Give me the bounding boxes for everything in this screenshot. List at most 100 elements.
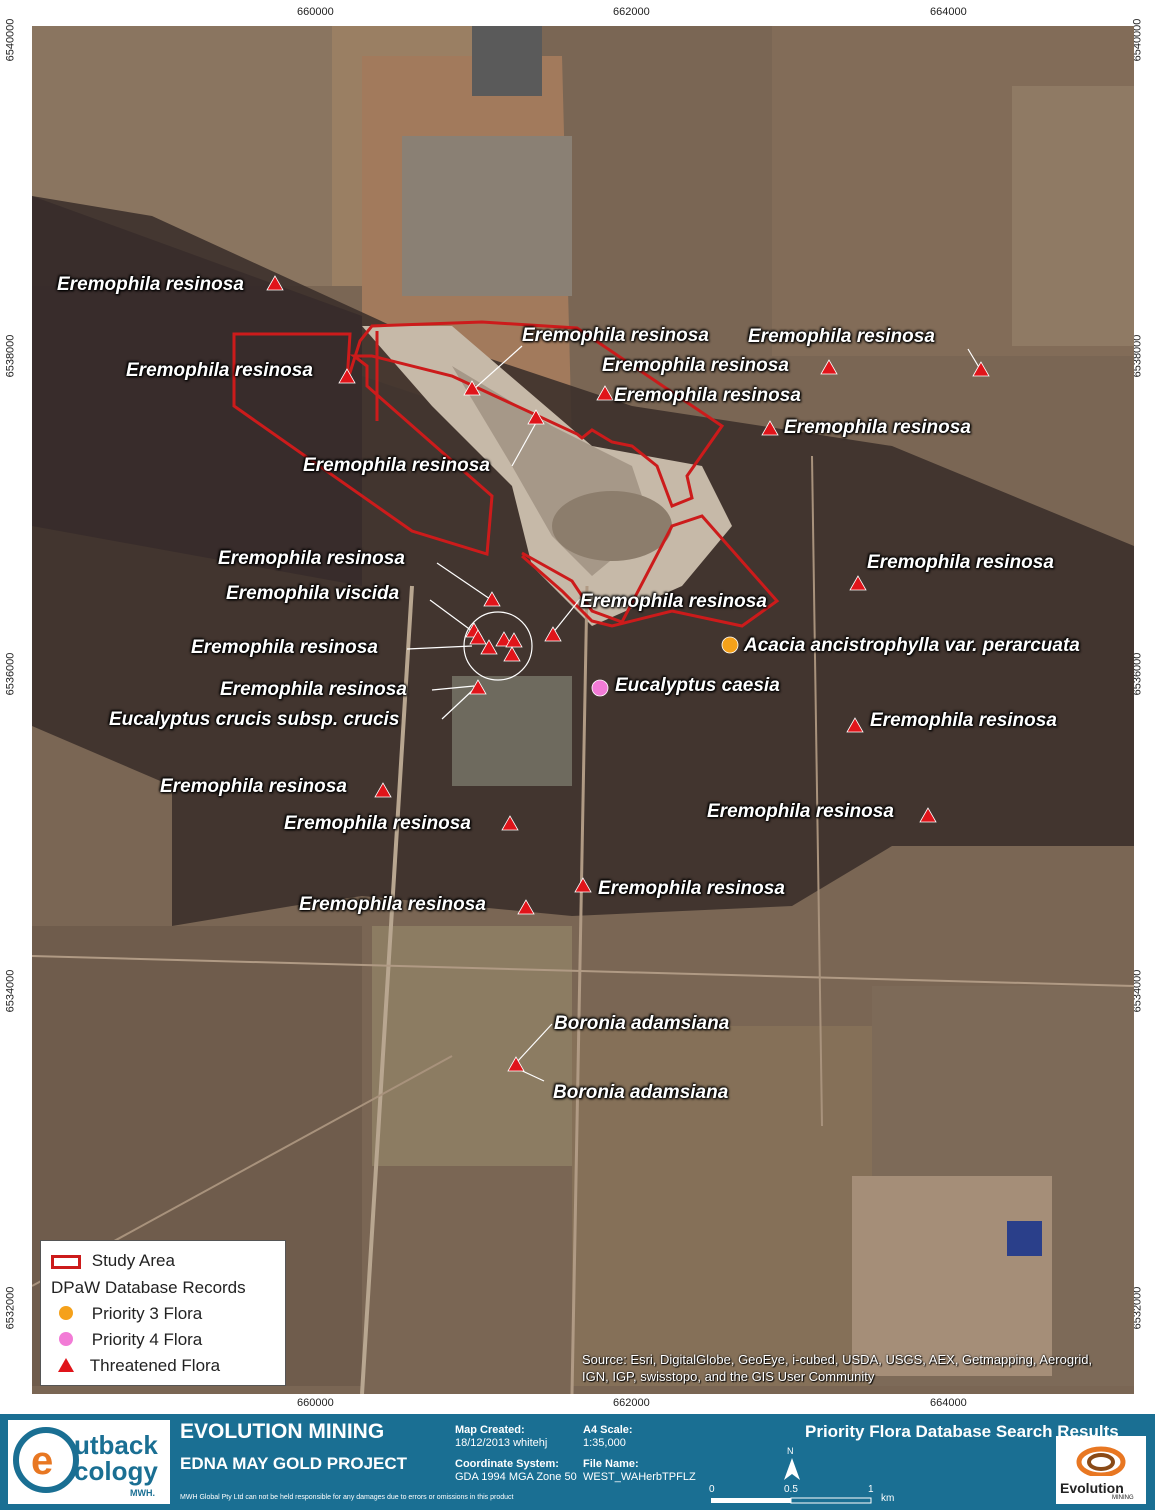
evolution-mining-logo: Evolution MINING: [1056, 1436, 1146, 1504]
flora-label: Eremophila viscida: [226, 583, 400, 604]
easting-tick-bottom-1: 660000: [297, 1397, 334, 1409]
map-legend: Study Area DPaW Database Records Priorit…: [40, 1240, 286, 1386]
threatened-flora-marker: [761, 420, 779, 436]
threatened-flora-marker: [463, 380, 481, 396]
threatened-flora-marker: [846, 717, 864, 733]
scale-bar-tick-0: 0: [709, 1484, 715, 1495]
flora-label: Acacia ancistrophylla var. perarcuata: [744, 635, 1080, 656]
flora-markers: [266, 275, 990, 1072]
threatened-flora-marker: [507, 1056, 525, 1072]
scale-bar-tick-2: 1: [868, 1484, 874, 1495]
threatened-swatch: [58, 1358, 74, 1372]
threatened-flora-marker: [469, 629, 487, 645]
outback-ecology-logo: e utback cology MWH.: [8, 1420, 170, 1504]
threatened-flora-marker: [517, 899, 535, 915]
flora-label: Eremophila resinosa: [218, 548, 405, 569]
file-name-value: WEST_WAHerbTPFLZ: [583, 1471, 696, 1483]
easting-tick-top-2: 662000: [613, 6, 650, 18]
threatened-flora-marker: [849, 575, 867, 591]
threatened-flora-marker: [338, 368, 356, 384]
flora-label: Eremophila resinosa: [57, 274, 244, 295]
threatened-flora-marker: [480, 639, 498, 655]
threatened-flora-marker: [596, 385, 614, 401]
aerial-imagery: [32, 26, 1134, 1394]
northing-tick-left-4: 6534000: [4, 969, 17, 1013]
scale-value: 1:35,000: [583, 1437, 626, 1449]
threatened-flora-marker: [527, 409, 545, 425]
scale-bar-unit: km: [881, 1493, 895, 1504]
scale-bar-tick-1: 0.5: [784, 1484, 798, 1495]
legend-row-priority4: Priority 4 Flora: [51, 1330, 202, 1350]
flora-label: Eremophila resinosa: [614, 385, 801, 406]
flora-label: Eremophila resinosa: [299, 894, 486, 915]
legend-label-threatened: Threatened Flora: [89, 1356, 221, 1375]
logo-text-1: utback: [74, 1430, 158, 1460]
threatened-flora-marker: [469, 679, 487, 695]
legend-row-priority3: Priority 3 Flora: [51, 1304, 202, 1324]
mwh-logo-text: MWH.: [130, 1488, 155, 1498]
threatened-flora-marker: [919, 807, 937, 823]
flora-label: Eremophila resinosa: [580, 591, 767, 612]
legend-label-study-area: Study Area: [91, 1251, 175, 1270]
legend-row-study-area: Study Area: [51, 1251, 175, 1271]
flora-label: Eremophila resinosa: [160, 776, 347, 797]
legend-label-priority4: Priority 4 Flora: [91, 1330, 203, 1349]
flora-label: Boronia adamsiana: [554, 1013, 730, 1034]
flora-label: Eremophila resinosa: [707, 801, 894, 822]
priority-4-swatch: [59, 1332, 73, 1346]
flora-label: Eremophila resinosa: [220, 679, 407, 700]
company-name: EVOLUTION MINING: [180, 1420, 385, 1443]
northing-tick-left-2: 6538000: [4, 334, 17, 378]
flora-label: Boronia adamsiana: [553, 1082, 729, 1103]
flora-label: Eremophila resinosa: [748, 326, 935, 347]
flora-label: Eremophila resinosa: [191, 637, 378, 658]
imagery-source-credit: Source: Esri, DigitalGlobe, GeoEye, i-cu…: [582, 1352, 1093, 1384]
evolution-logo-text: Evolution: [1060, 1480, 1124, 1496]
flora-label: Eremophila resinosa: [522, 325, 709, 346]
evolution-logo-icon: [1076, 1446, 1126, 1476]
legend-heading: DPaW Database Records: [51, 1278, 246, 1297]
e-logo-icon: e: [13, 1427, 79, 1493]
title-block: e utback cology MWH. EVOLUTION MINING ED…: [0, 1414, 1155, 1510]
flora-label: Eremophila resinosa: [784, 417, 971, 438]
priority-3-swatch: [59, 1306, 73, 1320]
easting-tick-bottom-2: 662000: [613, 1397, 650, 1409]
flora-label: Eremophila resinosa: [303, 455, 490, 476]
northing-tick-left-1: 6540000: [4, 18, 17, 62]
aerial-map[interactable]: Eremophila resinosa Eremophila resinosa …: [32, 26, 1134, 1394]
evolution-logo-sub: MINING: [1112, 1495, 1134, 1501]
threatened-flora-marker: [374, 782, 392, 798]
legend-row-threatened: Threatened Flora: [51, 1356, 220, 1376]
northing-tick-left-3: 6536000: [4, 652, 17, 696]
study-area-boundary: [232, 320, 780, 628]
threatened-flora-marker: [544, 626, 562, 642]
logo-text-2: cology: [74, 1456, 158, 1486]
file-name-label: File Name:: [583, 1458, 639, 1470]
north-arrow-icon: [784, 1458, 800, 1480]
threatened-flora-marker: [574, 877, 592, 893]
priority-3-flora-marker: [721, 636, 739, 654]
scale-bar: [711, 1497, 872, 1504]
coord-system-label: Coordinate System:: [455, 1458, 559, 1470]
threatened-flora-marker: [972, 361, 990, 377]
map-title: Priority Flora Database Search Results: [805, 1422, 1119, 1441]
project-name: EDNA MAY GOLD PROJECT: [180, 1454, 408, 1473]
scale-label: A4 Scale:: [583, 1424, 633, 1436]
map-created-value: 18/12/2013 whitehj: [455, 1437, 548, 1449]
svg-text:e: e: [31, 1439, 53, 1483]
flora-label: Eremophila resinosa: [126, 360, 313, 381]
easting-tick-bottom-3: 664000: [930, 1397, 967, 1409]
flora-label: Eremophila resinosa: [598, 878, 785, 899]
threatened-flora-marker: [820, 359, 838, 375]
flora-label: Eucalyptus crucis subsp. crucis: [109, 709, 400, 730]
coord-system-value: GDA 1994 MGA Zone 50: [455, 1471, 577, 1483]
study-area-swatch: [51, 1255, 81, 1269]
northing-tick-left-5: 6532000: [4, 1286, 17, 1330]
leader-lines: [406, 345, 981, 1082]
flora-label: Eucalyptus caesia: [615, 675, 780, 696]
legend-label-priority3: Priority 3 Flora: [91, 1304, 203, 1323]
threatened-flora-marker: [503, 646, 521, 662]
threatened-flora-marker: [501, 815, 519, 831]
map-created-label: Map Created:: [455, 1424, 525, 1436]
